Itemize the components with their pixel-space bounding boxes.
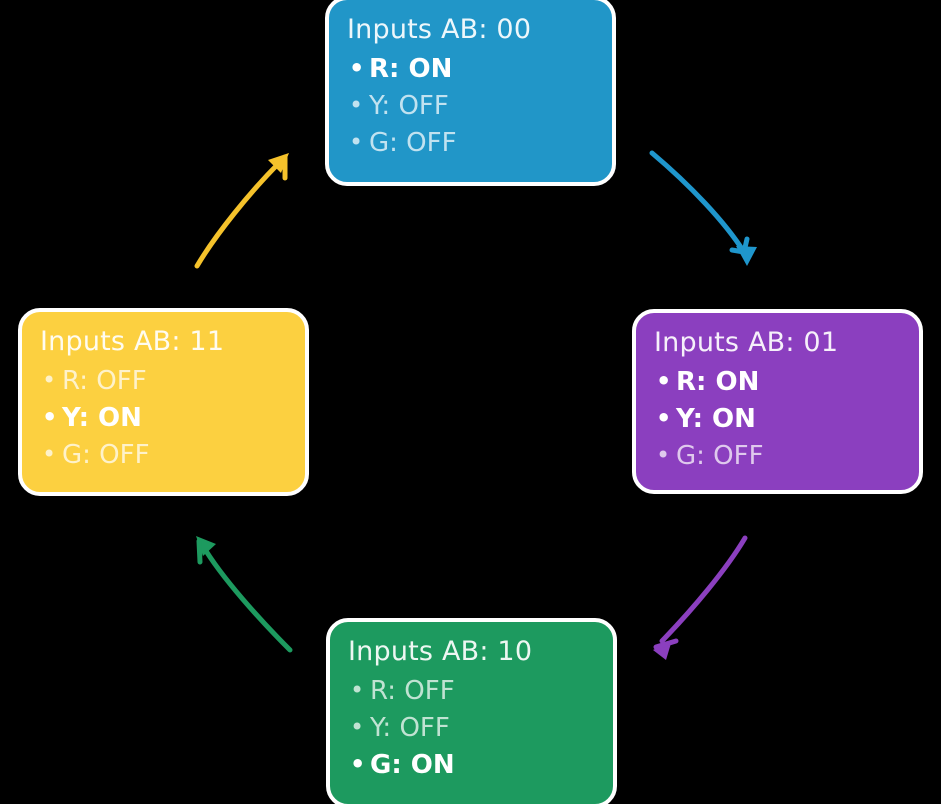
arrow-top-to-right	[649, 150, 757, 266]
lamp-item-r: R: ON	[347, 51, 594, 88]
lamp-item-g: G: ON	[348, 747, 595, 784]
lamp-item-y: Y: OFF	[347, 88, 594, 125]
lamp-item-y: Y: ON	[40, 400, 287, 437]
state-node-title: Inputs AB: 01	[654, 327, 839, 358]
state-node-title: Inputs AB: 00	[347, 14, 532, 45]
lamp-list: R: ON Y: ON G: OFF	[654, 364, 901, 475]
state-node-title: Inputs AB: 10	[348, 636, 533, 667]
state-node-11[interactable]: Inputs AB: 11 R: OFF Y: ON G: OFF	[18, 308, 309, 496]
state-node-title: Inputs AB: 11	[40, 326, 225, 357]
lamp-item-r: R: OFF	[348, 673, 595, 710]
lamp-list: R: OFF Y: OFF G: ON	[348, 673, 595, 784]
lamp-list: R: ON Y: OFF G: OFF	[347, 51, 594, 162]
arrow-bottom-to-left	[196, 536, 293, 653]
lamp-item-y: Y: OFF	[348, 710, 595, 747]
state-node-01[interactable]: Inputs AB: 01 R: ON Y: ON G: OFF	[632, 309, 923, 494]
lamp-item-r: R: OFF	[40, 363, 287, 400]
lamp-item-g: G: OFF	[40, 437, 287, 474]
state-node-00[interactable]: Inputs AB: 00 R: ON Y: OFF G: OFF	[325, 0, 616, 186]
lamp-item-g: G: OFF	[347, 125, 594, 162]
lamp-item-g: G: OFF	[654, 438, 901, 475]
arrow-right-to-bottom	[653, 535, 748, 660]
lamp-item-r: R: ON	[654, 364, 901, 401]
state-node-10[interactable]: Inputs AB: 10 R: OFF Y: OFF G: ON	[326, 618, 617, 804]
arrow-left-to-top	[194, 153, 289, 269]
lamp-item-y: Y: ON	[654, 401, 901, 438]
lamp-list: R: OFF Y: ON G: OFF	[40, 363, 287, 474]
